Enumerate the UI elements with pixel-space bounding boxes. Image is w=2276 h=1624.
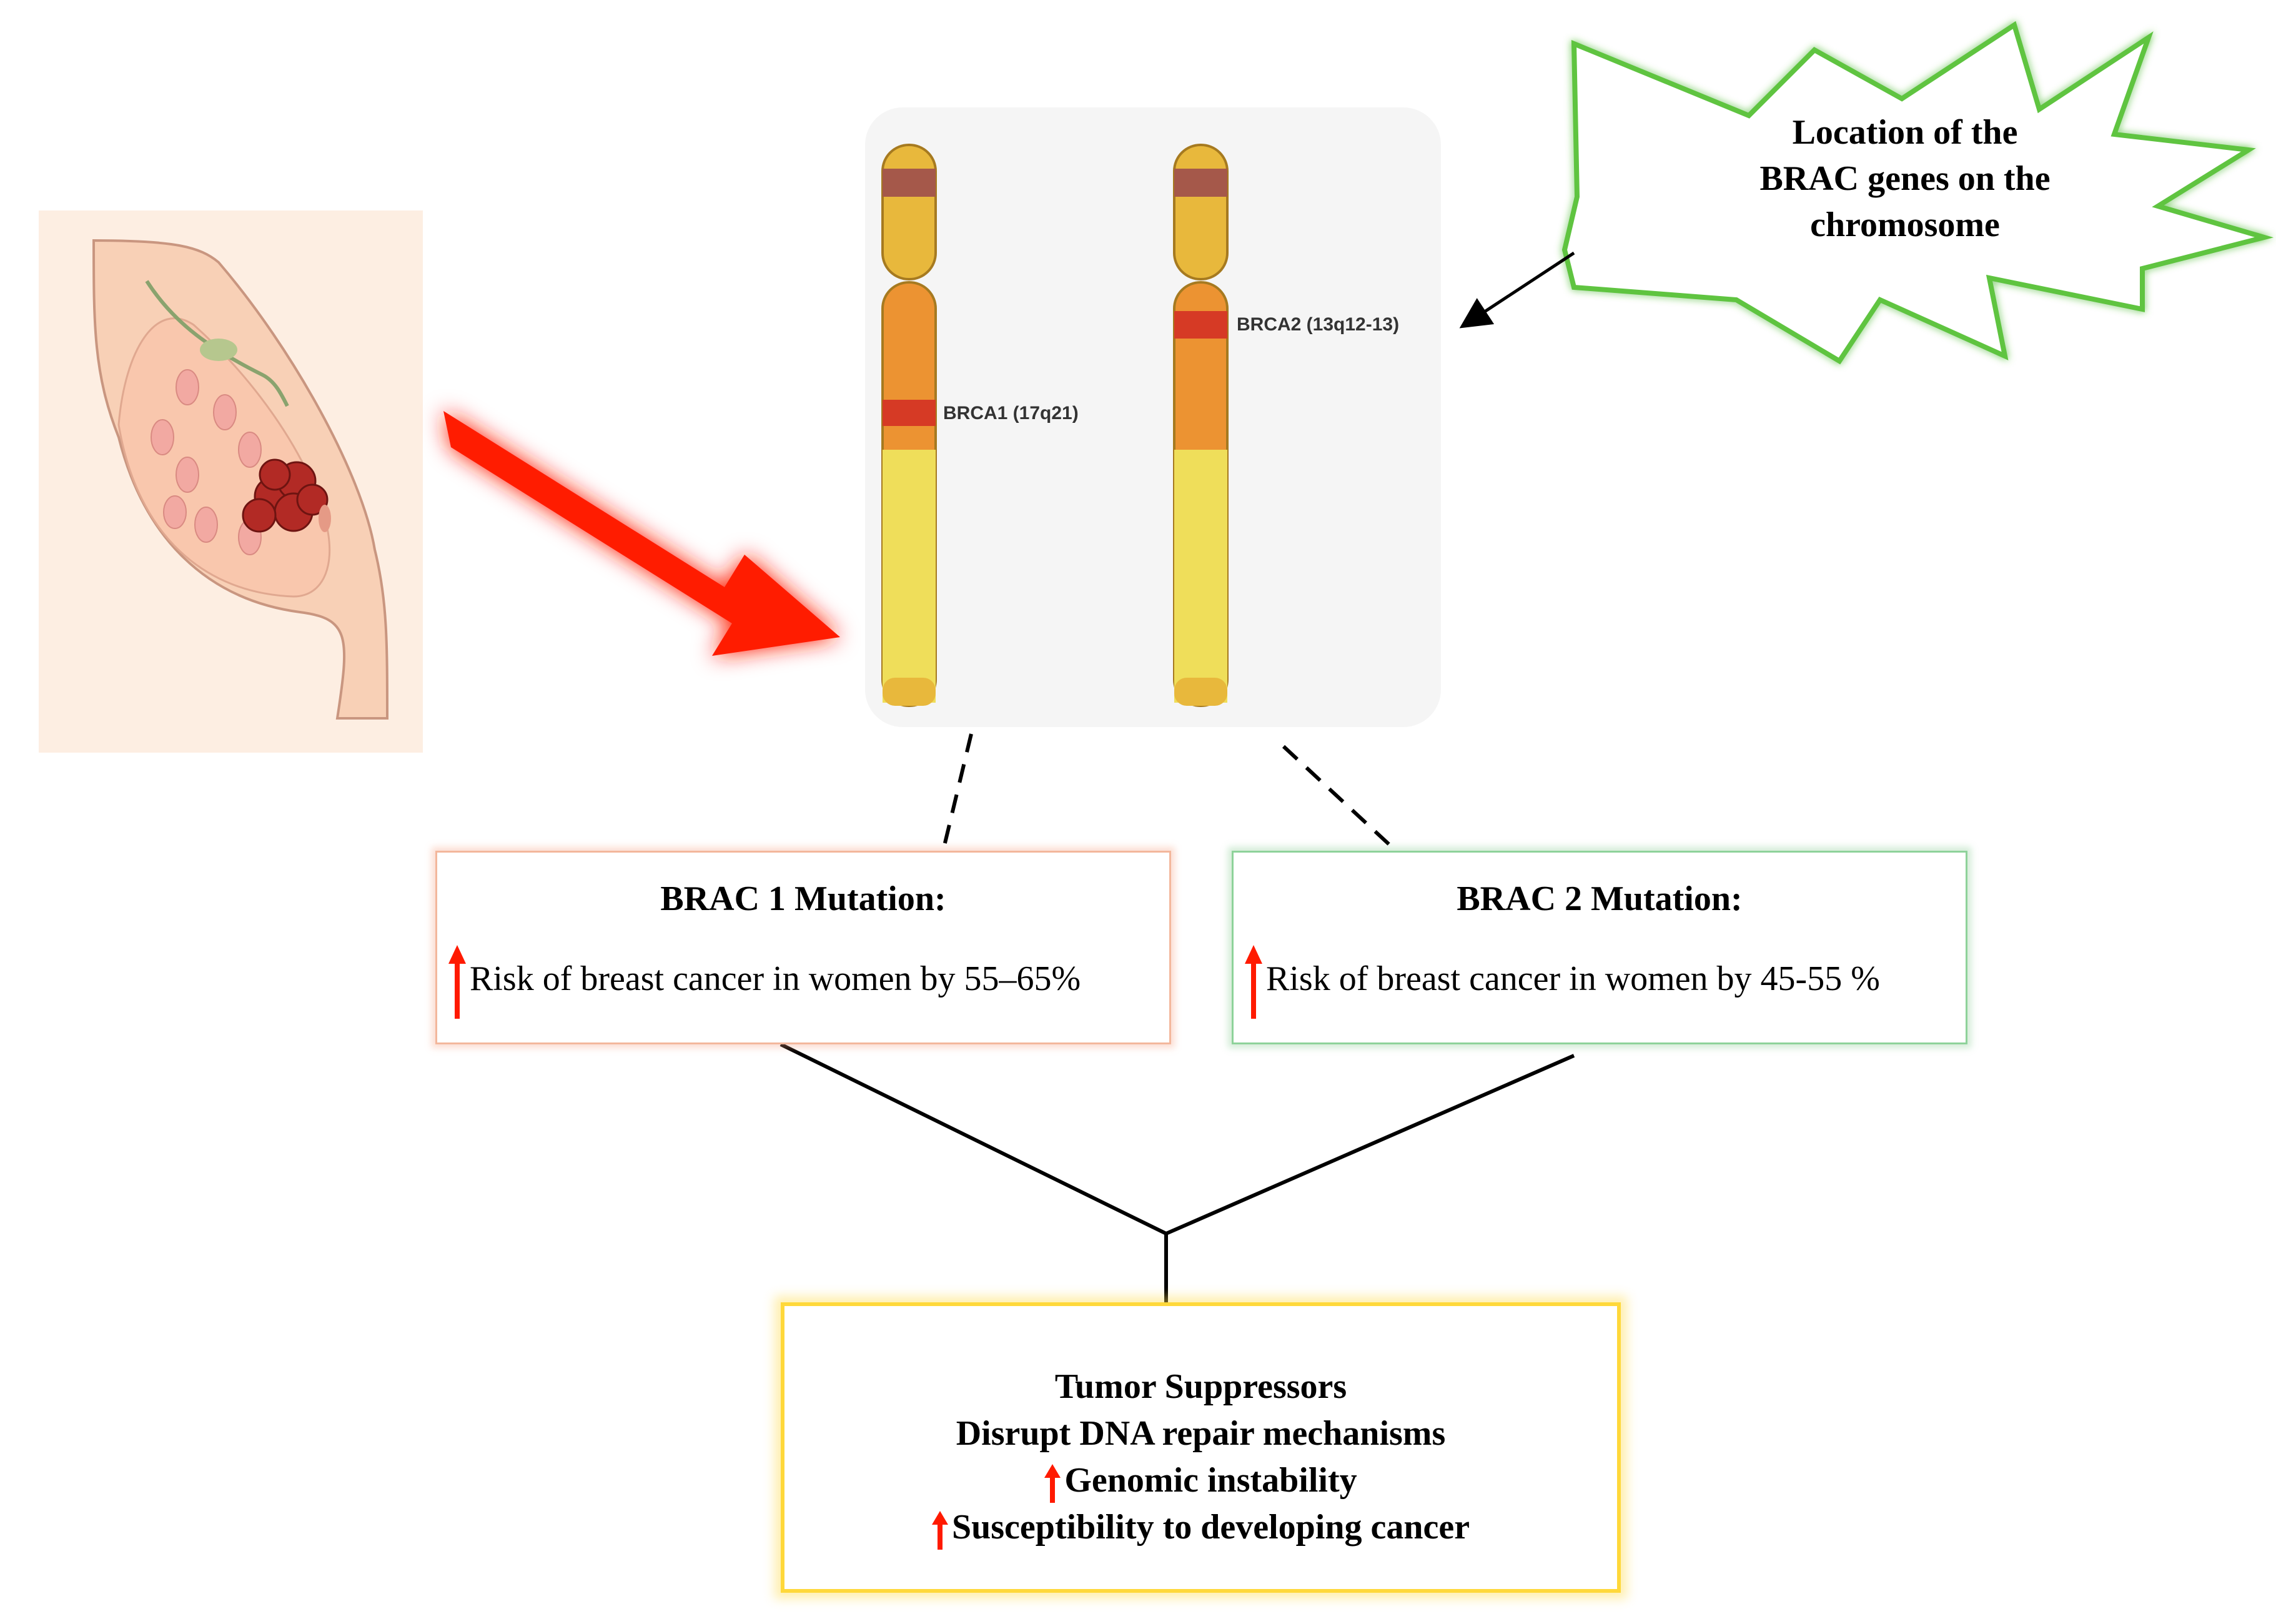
genomic-instability-text: Genomic instability [1064, 1461, 1357, 1500]
outcome-line-tumor-suppressors: Tumor Suppressors [1054, 1367, 1347, 1406]
chromosome-panel [865, 107, 1441, 727]
brca1-risk-text: Risk of breast cancer in women by 55–65% [470, 959, 1081, 998]
breast-tumor-illustration [39, 210, 423, 753]
chromosome-17 [881, 144, 937, 707]
chromosome-13 [1173, 144, 1229, 707]
brca2-box-title: BRAC 2 Mutation: [1457, 879, 1743, 918]
up-arrow-icon [1245, 945, 1262, 1019]
outcome-line-dna-repair: Disrupt DNA repair mechanisms [956, 1414, 1446, 1453]
brca1-mutation-box: BRAC 1 Mutation: Risk of breast cancer i… [435, 851, 1171, 1044]
outcome-line-genomic-instability: Genomic instability [784, 1457, 1617, 1504]
brca2-location-label: BRCA2 (13q12-13) [1237, 314, 1400, 335]
brca1-box-title: BRAC 1 Mutation: [660, 879, 946, 918]
up-arrow-icon [931, 1511, 948, 1550]
up-arrow-icon [1044, 1464, 1061, 1503]
outcome-line-susceptibility: Susceptibility to developing cancer [784, 1504, 1617, 1551]
callout-line-3: chromosome [1810, 205, 2000, 244]
up-arrow-icon [448, 945, 466, 1019]
outcome-box: Tumor Suppressors Disrupt DNA repair mec… [781, 1302, 1621, 1593]
brca1-location-label: BRCA1 (17q21) [943, 403, 1079, 423]
dashed-connector-1 [941, 733, 973, 851]
callout-line-1: Location of the [1792, 113, 2018, 152]
brca2-risk-text: Risk of breast cancer in women by 45-55 … [1266, 959, 1880, 998]
dashed-connector-2 [1282, 745, 1398, 853]
callout-text: Location of the BRAC genes on the chromo… [1699, 109, 2111, 248]
merge-lines [779, 1042, 1575, 1236]
outcome-lines: Tumor Suppressors Disrupt DNA repair mec… [784, 1364, 1617, 1551]
susceptibility-text: Susceptibility to developing cancer [951, 1508, 1470, 1547]
starburst-callout [1561, 21, 2274, 365]
red-diagonal-arrow [443, 411, 840, 656]
brca1-risk-line: Risk of breast cancer in women by 55–65% [437, 945, 1169, 1019]
callout-pointer-arrow [1459, 251, 1575, 329]
callout-line-2: BRAC genes on the [1759, 159, 2051, 198]
brca2-mutation-box: BRAC 2 Mutation: Risk of breast cancer i… [1232, 851, 1967, 1044]
brca2-risk-line: Risk of breast cancer in women by 45-55 … [1234, 945, 1966, 1019]
